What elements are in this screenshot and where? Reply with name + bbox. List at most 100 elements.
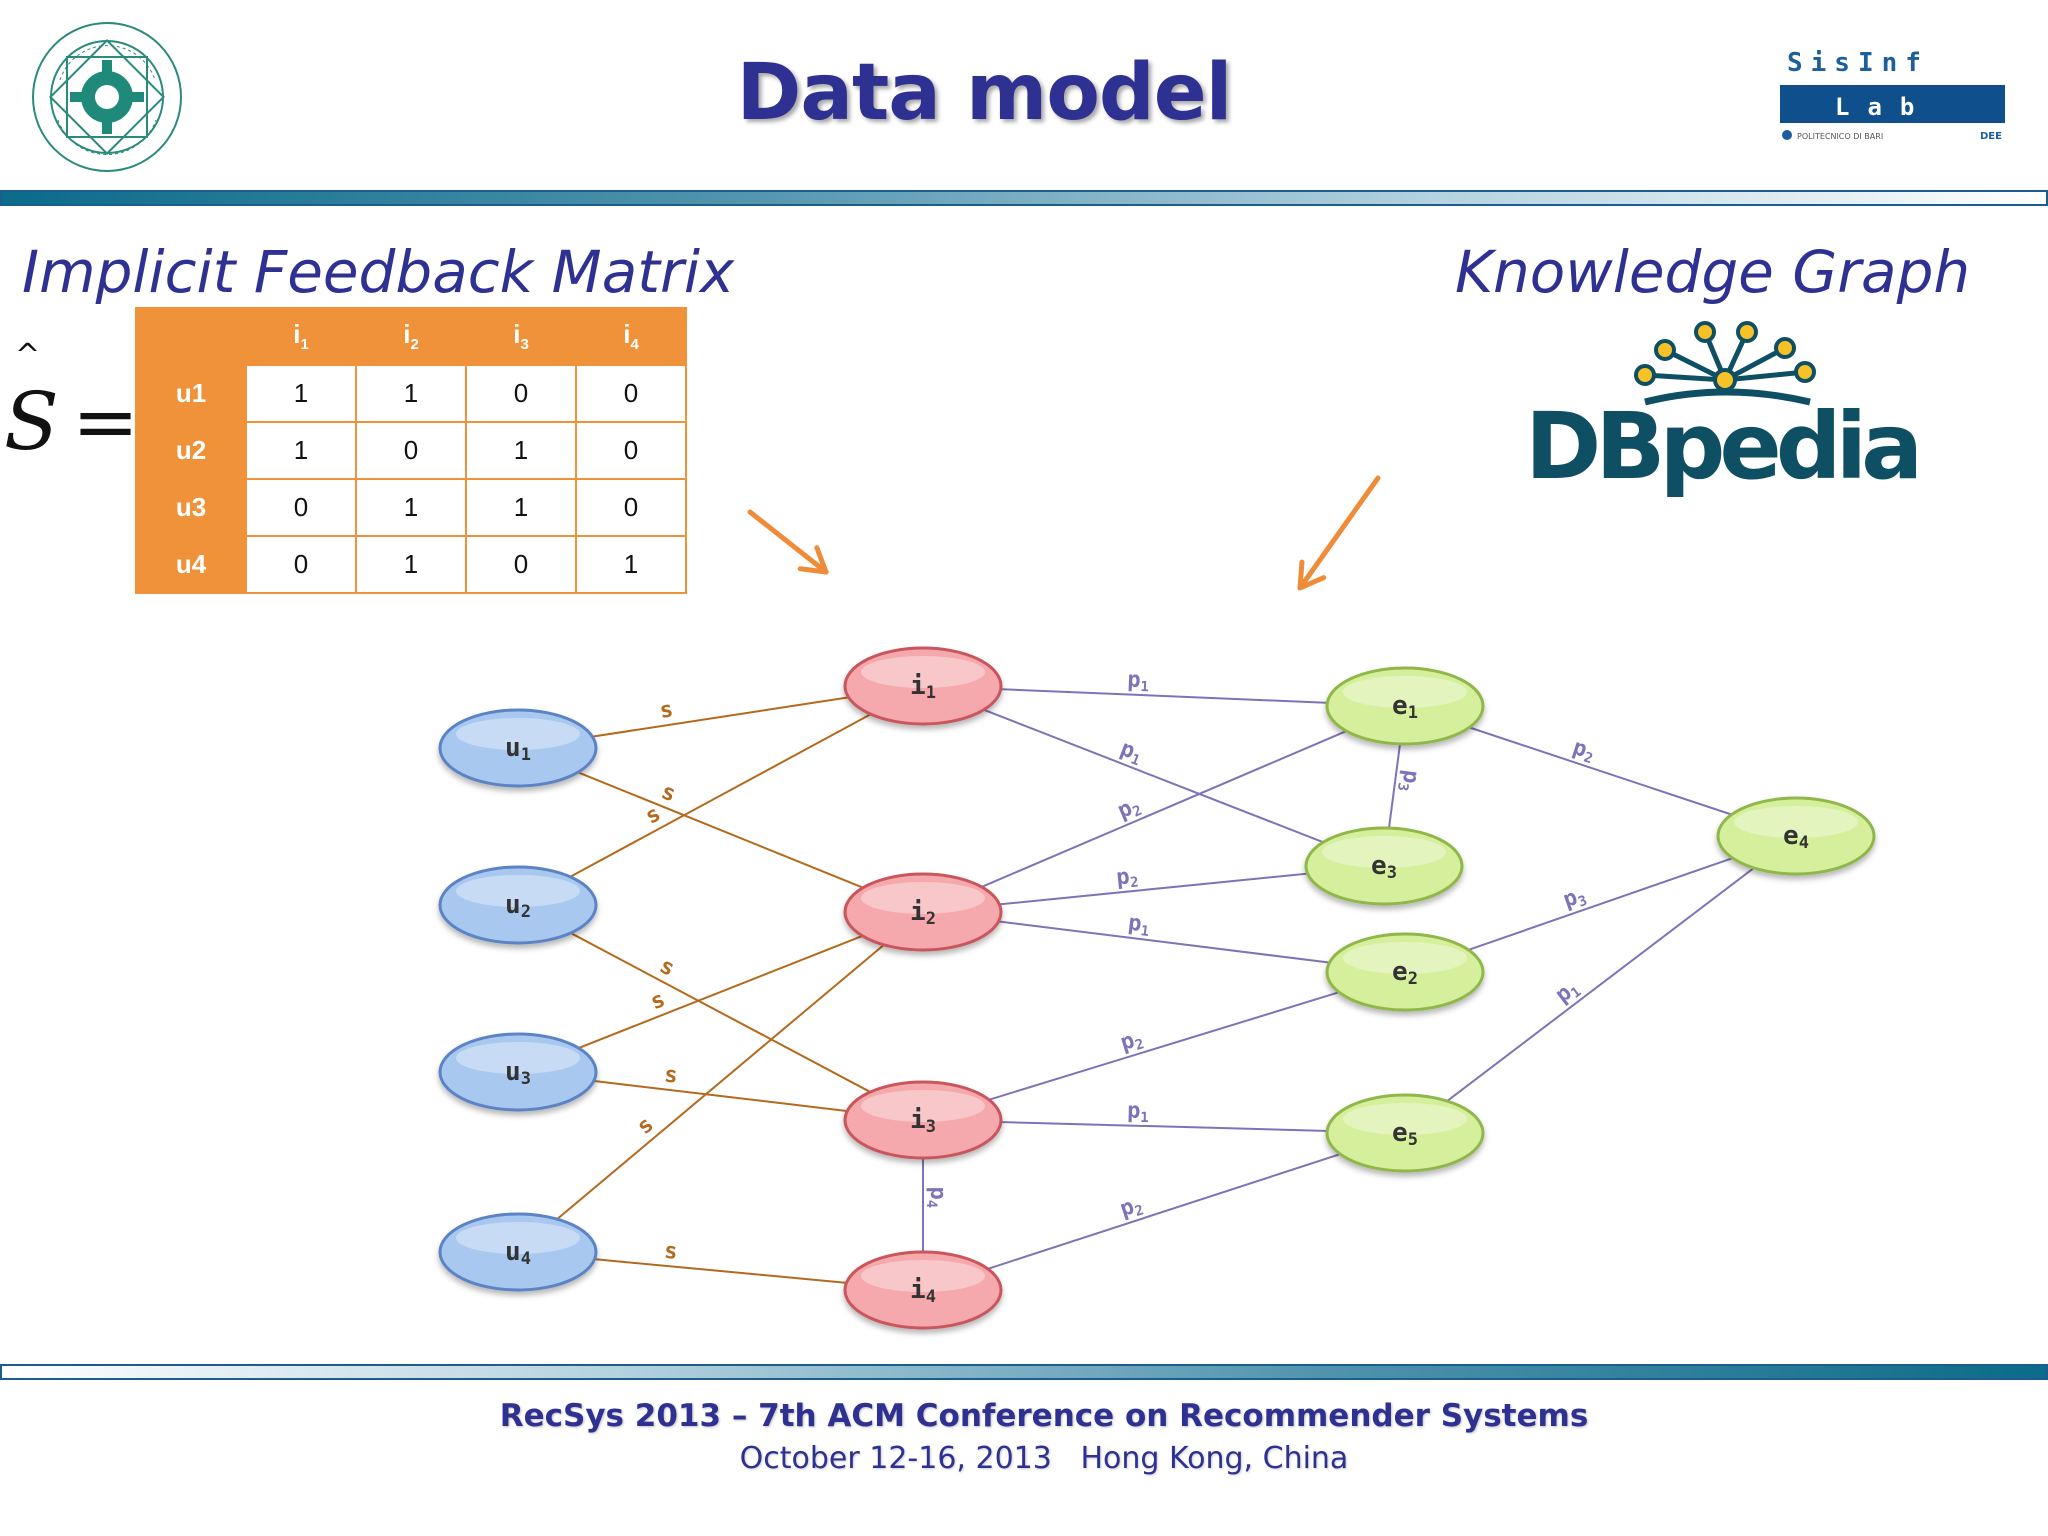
edge-i2-e1 [980, 729, 1348, 889]
edge-i2-e3 [997, 872, 1310, 906]
edge-i2-e2 [996, 920, 1332, 964]
matrix-cell: 0 [245, 478, 357, 537]
matrix-row-header: u1 [135, 364, 247, 423]
edge-label: s [655, 954, 678, 982]
node-shape [438, 708, 598, 788]
node-label: u3 [505, 1057, 531, 1089]
node-highlight [1322, 836, 1446, 868]
node-highlight [861, 1260, 985, 1292]
node-shape [843, 872, 1003, 952]
node-label: i3 [910, 1105, 936, 1137]
sisinf-logo-sub: POLITECNICO DI BARI [1797, 132, 1883, 141]
node-shape [1325, 1093, 1485, 1173]
matrix-row-header: u2 [135, 421, 247, 480]
pointer-arrow [747, 509, 829, 575]
edge-i3-e2 [987, 990, 1341, 1102]
node-label: e1 [1392, 691, 1418, 723]
edge-label: p1 [1127, 911, 1152, 940]
node-label: u1 [505, 733, 531, 765]
matrix-cell: 1 [575, 535, 687, 594]
edge-layer [555, 688, 1756, 1284]
pointer-arrow [1297, 475, 1381, 591]
edge-label: p2 [1115, 864, 1139, 893]
node-highlight [1343, 1103, 1467, 1135]
node-label: e3 [1371, 851, 1397, 883]
edge-u2-i3 [569, 931, 872, 1094]
matrix-cell: 0 [465, 364, 577, 423]
node-u4: u4 [438, 1212, 598, 1292]
edge-u3-i3 [592, 1079, 849, 1113]
edge-i3-e5 [999, 1121, 1329, 1132]
edge-label: p1 [1551, 975, 1585, 1010]
edge-label: p3 [1394, 768, 1424, 793]
footer-divider-band [0, 1364, 2048, 1380]
matrix-cell: 0 [575, 478, 687, 537]
matrix-cell: 0 [575, 421, 687, 480]
matrix-cell: 0 [575, 364, 687, 423]
edge-label: s [663, 1239, 679, 1265]
matrix-col-header: i2 [355, 307, 467, 366]
node-highlight [456, 1042, 580, 1074]
node-e4: e4 [1716, 796, 1876, 876]
matrix-row-header: u4 [135, 535, 247, 594]
matrix-row: u1 1 1 0 0 [135, 364, 687, 423]
matrix-cell: 1 [245, 364, 357, 423]
edge-e1-e3 [1387, 743, 1402, 829]
arrow-head [814, 545, 829, 575]
edge-label: s [632, 1112, 658, 1140]
edge-label: p2 [1114, 792, 1145, 825]
politecnico-bari-logo [32, 22, 182, 172]
node-shape [843, 646, 1003, 726]
sisinf-lab-logo: SisInf Lab POLITECNICO DI BARI DEE [1780, 48, 2005, 142]
node-label: i2 [910, 897, 936, 929]
matrix-cell: 1 [355, 478, 467, 537]
matrix-header-row: i1 i2 i3 i4 [135, 307, 687, 366]
dbpedia-network-icon [1634, 321, 1816, 406]
arrow-head [1297, 575, 1327, 591]
node-e3: e3 [1304, 826, 1464, 906]
edge-u3-i2 [577, 934, 864, 1050]
matrix-cell: 1 [465, 421, 577, 480]
sisinf-logo-top: SisInf [1787, 48, 1929, 78]
node-shape [438, 1032, 598, 1112]
equals-symbol: = [72, 375, 140, 468]
node-highlight [456, 718, 580, 750]
s-hat-accent: ^ [15, 338, 41, 373]
node-shape [1716, 796, 1876, 876]
node-label: e4 [1783, 821, 1809, 853]
footer-conference: RecSys 2013 – 7th ACM Conference on Reco… [499, 1398, 1589, 1434]
edge-label: p4 [923, 1187, 950, 1209]
matrix-row: u2 1 0 1 0 [135, 421, 687, 480]
node-u3: u3 [438, 1032, 598, 1112]
node-e5: e5 [1325, 1093, 1485, 1173]
matrix-row: u3 0 1 1 0 [135, 478, 687, 537]
matrix-col-header: i4 [575, 307, 687, 366]
matrix-cell: 1 [465, 478, 577, 537]
matrix-section-title: Implicit Feedback Matrix [22, 238, 735, 306]
matrix-cell: 0 [355, 421, 467, 480]
node-i4: i4 [843, 1250, 1003, 1330]
implicit-feedback-matrix: i1 i2 i3 i4 u1 1 1 0 0 u2 1 0 1 0 u3 0 1… [135, 307, 687, 594]
node-highlight [861, 882, 985, 914]
node-label: e2 [1392, 957, 1418, 989]
node-highlight [456, 1222, 580, 1254]
matrix-cell: 1 [245, 421, 357, 480]
edge-label: p1 [1127, 1099, 1149, 1127]
node-highlight [1343, 676, 1467, 708]
matrix-row-header: u3 [135, 478, 247, 537]
edge-i1-e1 [999, 688, 1329, 704]
node-label: u4 [505, 1237, 531, 1269]
node-shape [438, 1212, 598, 1292]
edge-e5-e4 [1445, 866, 1756, 1103]
edge-i1-e3 [982, 708, 1325, 844]
matrix-corner-cell [135, 307, 247, 366]
edge-u1-i1 [590, 696, 851, 738]
s-symbol: S [4, 375, 59, 468]
matrix-cell: 1 [355, 535, 467, 594]
edge-e1-e4 [1467, 726, 1734, 816]
node-e2: e2 [1325, 932, 1485, 1012]
matrix-cell: 1 [355, 364, 467, 423]
matrix-row: u4 0 1 0 1 [135, 535, 687, 594]
node-i1: i1 [843, 646, 1003, 726]
